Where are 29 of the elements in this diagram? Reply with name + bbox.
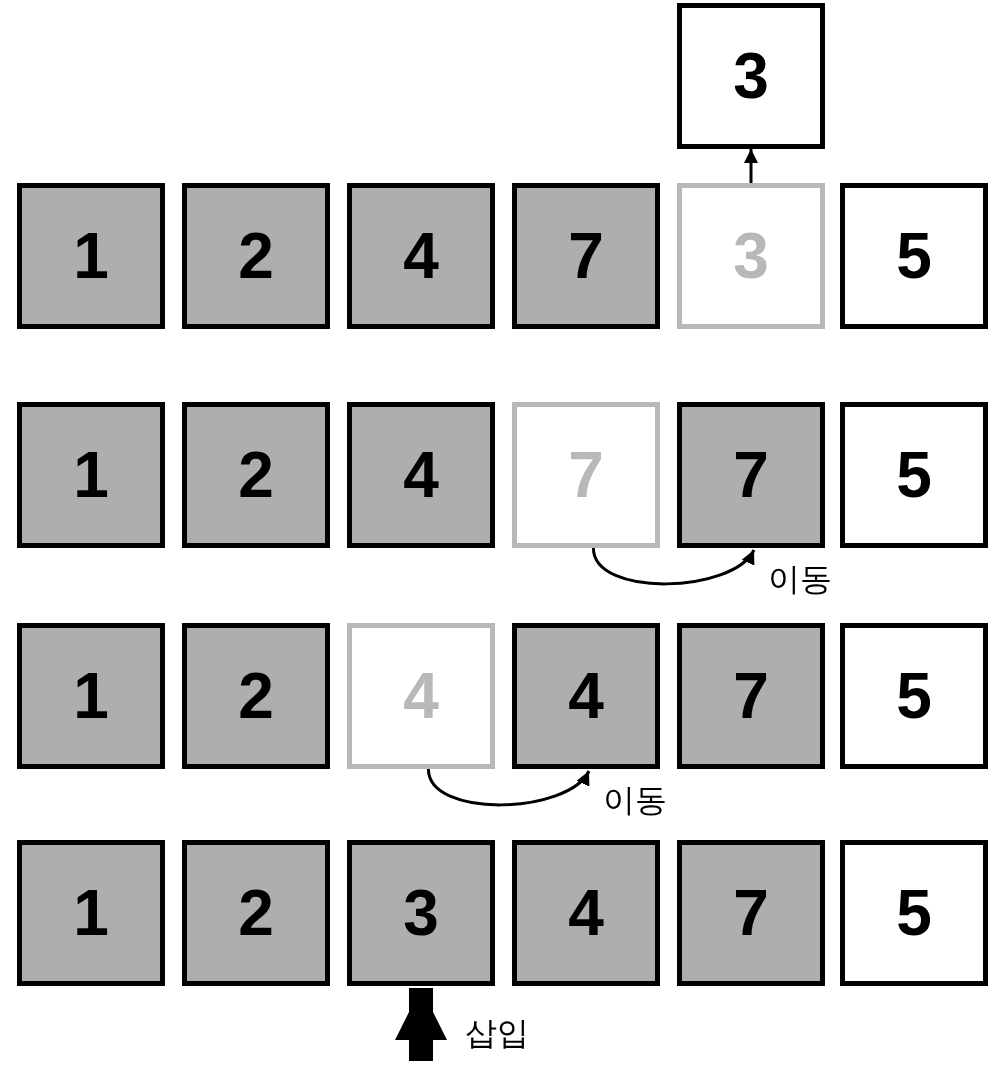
number-box: 7 (512, 183, 660, 329)
number-box: 4 (512, 840, 660, 986)
number-box: 7 (677, 402, 825, 548)
number-box: 7 (512, 402, 660, 548)
number-box: 4 (347, 183, 495, 329)
number-box: 1 (17, 183, 165, 329)
number-box: 2 (182, 623, 330, 769)
number-box: 1 (17, 623, 165, 769)
number-box: 4 (347, 402, 495, 548)
arrow (744, 149, 758, 183)
number-box: 2 (182, 840, 330, 986)
number-box: 5 (840, 840, 988, 986)
number-box: 1 (17, 402, 165, 548)
number-box: 3 (347, 840, 495, 986)
number-box: 7 (677, 623, 825, 769)
block-arrow (395, 988, 447, 1061)
number-box: 2 (182, 183, 330, 329)
number-box: 7 (677, 840, 825, 986)
number-box: 3 (677, 183, 825, 329)
arrow (591, 547, 756, 586)
number-box: 5 (840, 402, 988, 548)
number-box: 3 (677, 3, 825, 149)
number-box: 4 (512, 623, 660, 769)
number-box: 1 (17, 840, 165, 986)
number-box: 4 (347, 623, 495, 769)
number-box: 5 (840, 623, 988, 769)
arrow (426, 768, 591, 807)
number-box: 5 (840, 183, 988, 329)
number-box: 2 (182, 402, 330, 548)
